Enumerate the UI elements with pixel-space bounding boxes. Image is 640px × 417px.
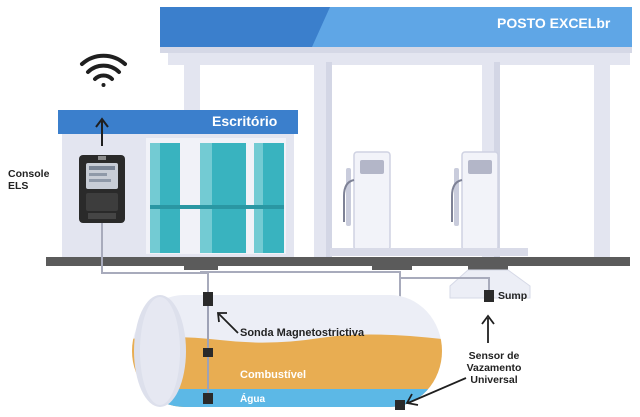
sensor-icon [395, 400, 405, 410]
window-sill [150, 205, 284, 209]
manhole-lid [468, 266, 508, 270]
sensor-label-line: Sensor de [468, 350, 520, 362]
office-roof [58, 110, 298, 134]
canopy-fascia [160, 47, 632, 53]
manhole-lid [372, 266, 412, 270]
canopy-beam [168, 53, 630, 65]
ground-slab [46, 257, 630, 266]
water-label: Água [240, 394, 265, 405]
tank-icon [132, 295, 442, 407]
office-sign: Escritório [212, 113, 278, 129]
leader-arrows [216, 312, 495, 406]
sensor-label-line: Universal [470, 374, 518, 386]
arrow-up-icon [95, 117, 109, 146]
station-name: POSTO EXCELbr [497, 15, 611, 31]
console-label-line: ELS [8, 180, 29, 192]
canopy-highlight [312, 7, 632, 47]
console-els [79, 155, 125, 223]
column [594, 62, 610, 257]
sump-label: Sump [498, 290, 528, 302]
sensor-icon [484, 290, 494, 302]
probe-float-water [203, 393, 213, 404]
fuel-label: Combustível [240, 369, 307, 381]
wifi-icon [80, 53, 127, 87]
glass-reflection [254, 143, 263, 253]
console-label-line: Console [8, 168, 50, 180]
manhole-lid [184, 266, 218, 270]
column-shade [326, 62, 332, 257]
glass-reflection [150, 143, 160, 253]
probe-label: Sonda Magnetostrictiva [240, 327, 365, 339]
glass-reflection [200, 143, 212, 253]
fuel-pump-icon [343, 151, 400, 256]
console-label: Console ELS [8, 168, 49, 192]
canopy [160, 7, 632, 65]
canopy-columns [184, 62, 610, 257]
sensor-label-line: Vazamento [466, 362, 522, 374]
probe-float-fuel [203, 348, 213, 357]
sensor-label: Sensor de Vazamento Universal [462, 350, 526, 386]
pump-island [330, 248, 528, 256]
probe-icon [203, 292, 213, 404]
